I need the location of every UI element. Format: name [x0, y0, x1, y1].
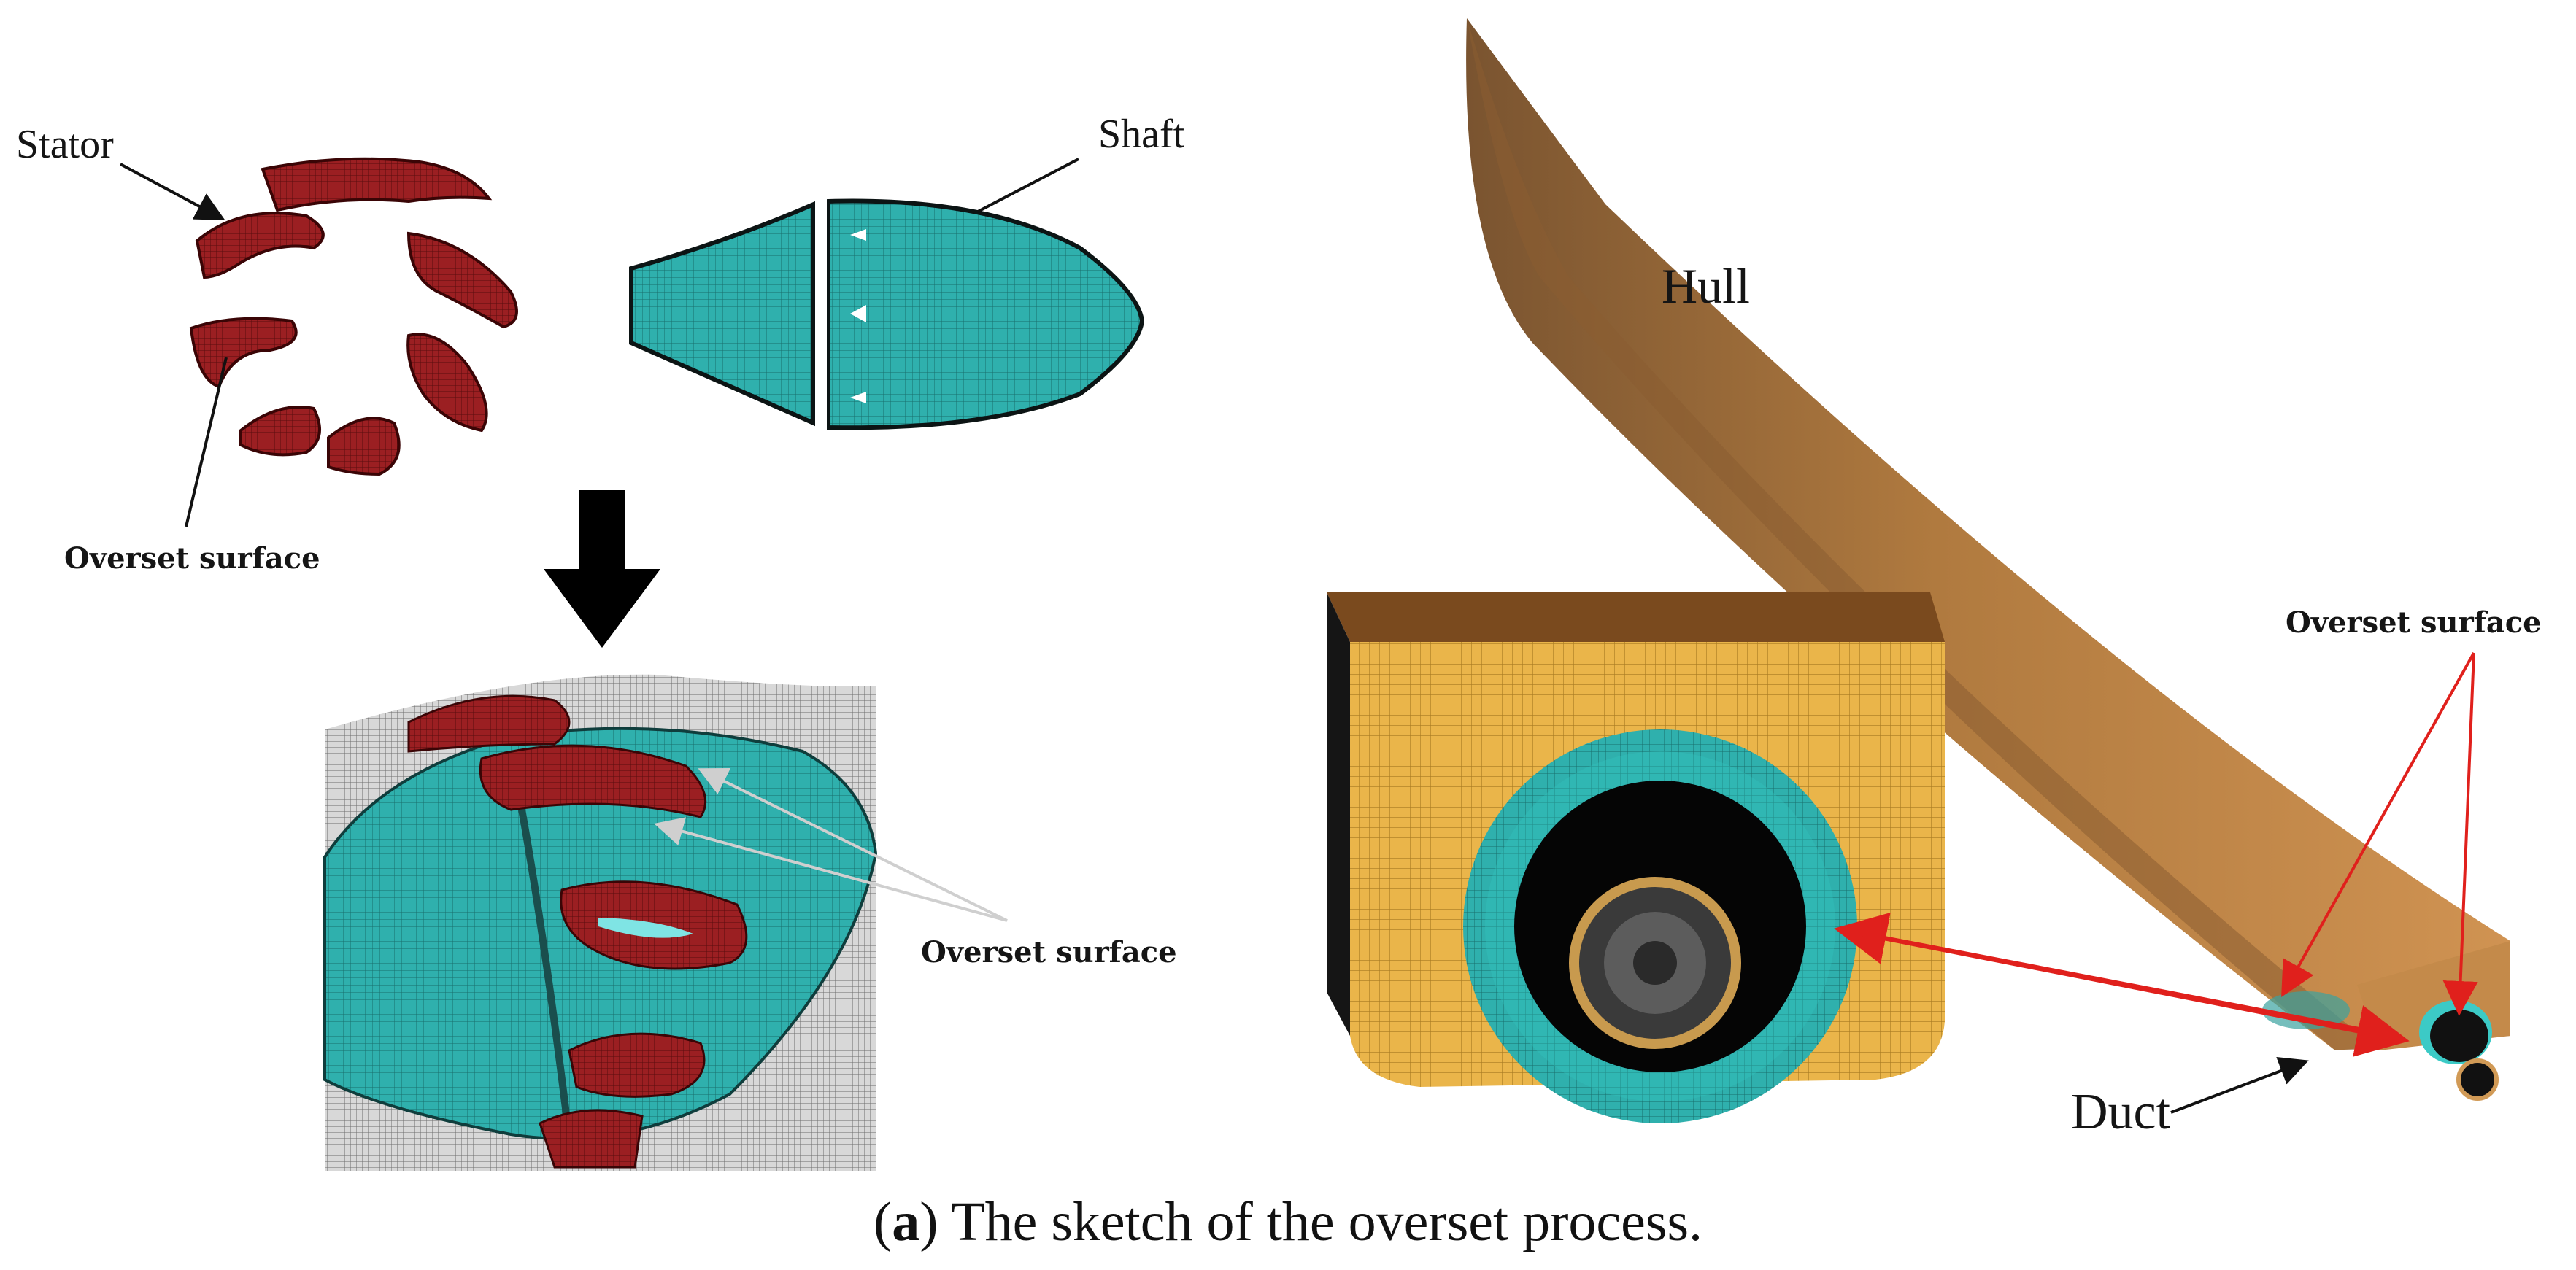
assembled-mesh — [323, 674, 878, 1171]
overset-surface-left-label: Overset surface — [64, 541, 320, 576]
shaft-leader — [977, 158, 1079, 213]
shaft-label: Shaft — [1098, 112, 1185, 157]
stator-label: Stator — [16, 122, 114, 167]
hull-label: Hull — [1662, 258, 1750, 314]
overset-surface-middle-label: Overset surface — [921, 935, 1177, 969]
overset-right-arrow-1 — [2281, 652, 2475, 997]
overset-surface-right-label: Overset surface — [2286, 605, 2542, 640]
caption-text: The sketch of the overset process. — [938, 1191, 1703, 1252]
shaft-mesh — [629, 197, 1145, 430]
figure-caption: (a) The sketch of the overset process. — [873, 1191, 1703, 1252]
overset-middle-leader-2 — [654, 817, 1008, 922]
inset-link-arrow-b — [1842, 928, 2410, 1057]
overset-left-leader — [185, 357, 228, 527]
caption-part-letter: a — [892, 1191, 920, 1252]
duct-leader — [2170, 1057, 2309, 1114]
stator-leader — [120, 163, 225, 220]
duct-label: Duct — [2071, 1084, 2171, 1140]
section-inset — [1327, 592, 1945, 1123]
stator-blades — [189, 157, 518, 476]
overset-right-arrow-2 — [2442, 652, 2478, 1016]
overset-middle-leader-1 — [698, 767, 1008, 922]
process-arrow-icon — [544, 490, 660, 648]
